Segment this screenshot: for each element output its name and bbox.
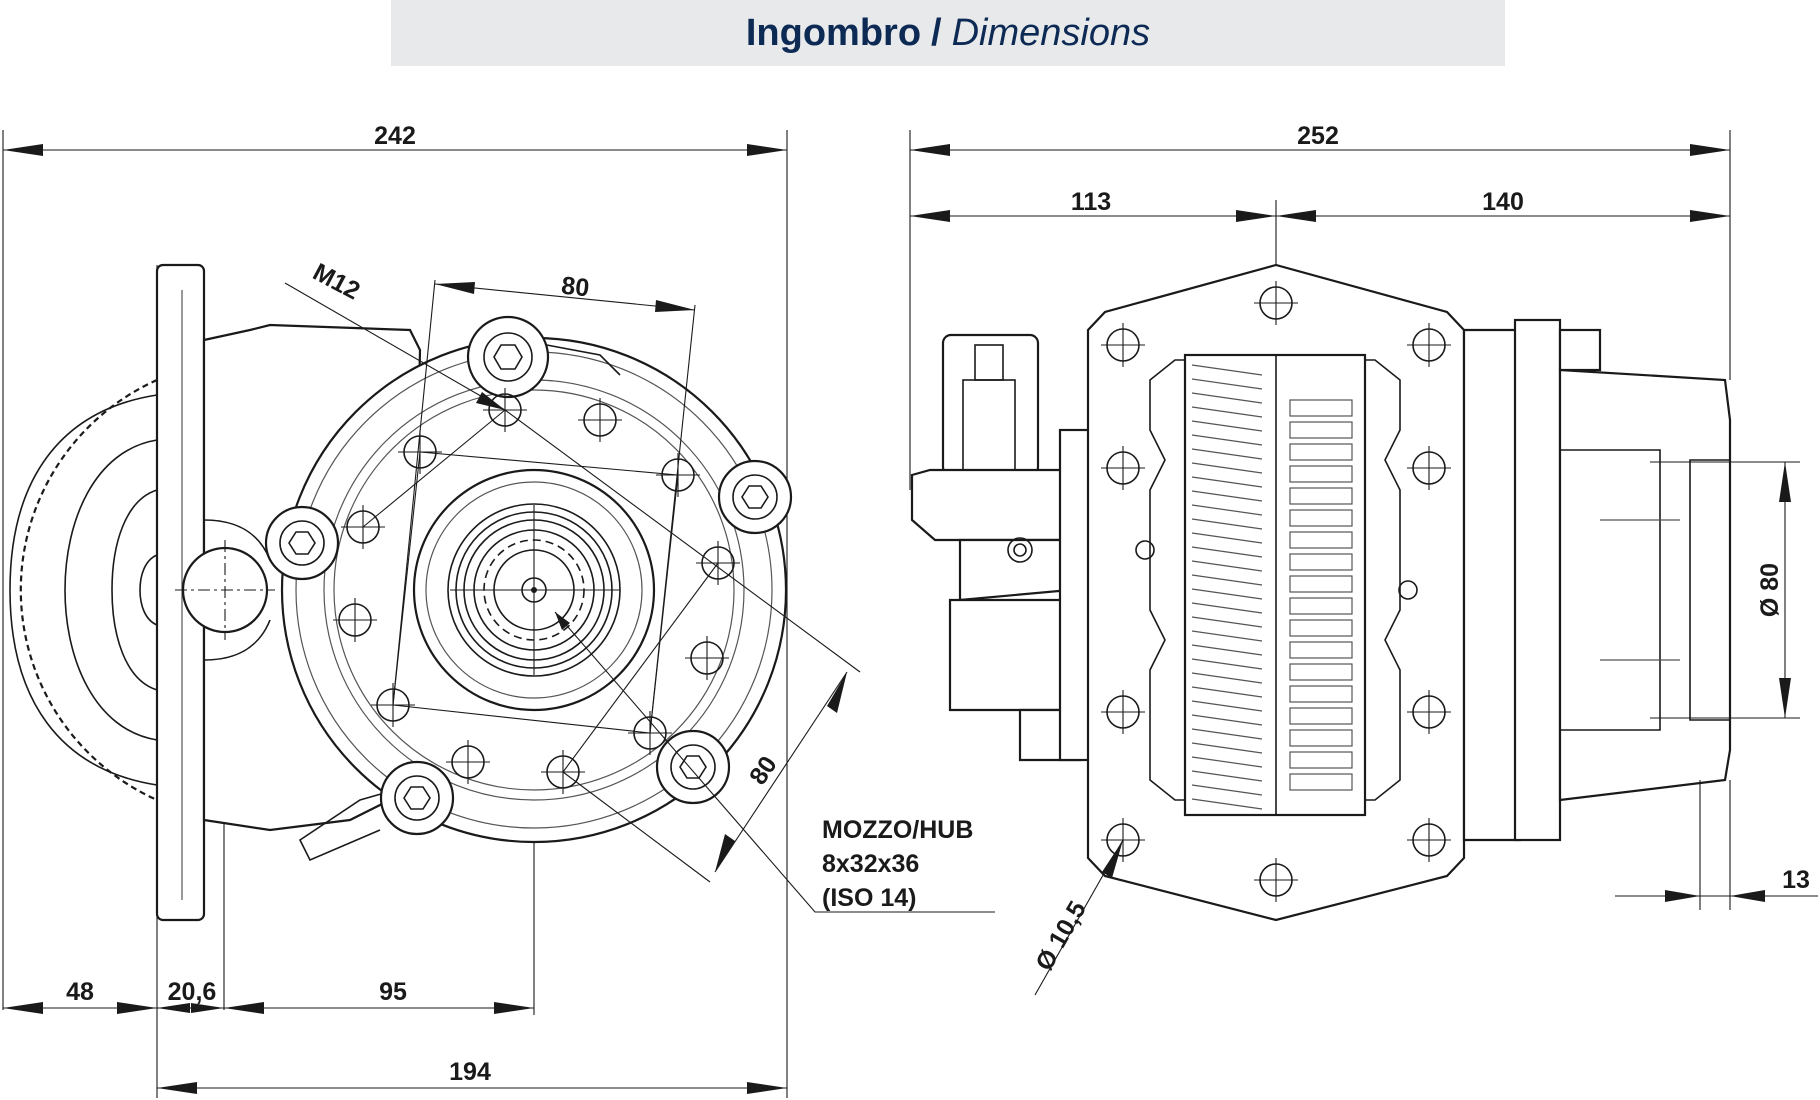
dim-252: 252: [910, 122, 1730, 156]
spur-tooth: [1289, 597, 1353, 615]
dim-113-140: 113 140: [910, 188, 1730, 222]
spur-tooth: [1289, 751, 1353, 769]
spur-tooth: [1289, 465, 1353, 483]
gear-tooth-line: [1191, 546, 1263, 558]
spur-tooth: [1289, 509, 1353, 527]
gear-tooth-line: [1191, 644, 1263, 656]
dim-80-top: 80: [434, 272, 696, 312]
spur-tooth: [1289, 641, 1353, 659]
title-sub: Dimensions: [951, 11, 1151, 54]
gear-tooth-line: [1191, 476, 1263, 488]
gear-tooth-line: [1191, 756, 1263, 768]
gear-tooth-line: [1191, 406, 1263, 418]
dim-13-label: 13: [1782, 866, 1810, 894]
gear-tooth-line: [1191, 784, 1263, 796]
gear-tooth-line: [1191, 672, 1263, 684]
spur-tooth: [1289, 487, 1353, 505]
gear-tooth-line: [1191, 448, 1263, 460]
gear-tooth-line: [1191, 434, 1263, 446]
dim-diameter-80: Ø 80: [1650, 461, 1800, 719]
gear-tooth-line: [1191, 686, 1263, 698]
dim-48-label: 48: [66, 978, 94, 1006]
dim-13: 13: [1615, 780, 1818, 910]
dim-diameter-80-label: Ø 80: [1756, 563, 1784, 617]
rear-housing: [1462, 318, 1732, 842]
dim-194-label: 194: [449, 1058, 491, 1086]
gear-tooth-line: [1191, 714, 1263, 726]
gear-tooth-line: [1191, 420, 1263, 432]
gear-tooth-line: [1191, 630, 1263, 642]
gear-wheel: [9, 378, 158, 802]
gear-teeth: [1191, 364, 1353, 810]
gear-tooth-line: [1191, 504, 1263, 516]
dim-95-label: 95: [379, 978, 407, 1006]
gear-tooth-line: [1191, 770, 1263, 782]
hub-note-line1: MOZZO/HUB: [822, 816, 973, 844]
left-view: M12 MOZZO/HUB 8x32x36 (ISO 14) 242 80 80: [2, 122, 995, 1098]
construction-lines: [362, 279, 861, 883]
dim-80-diag-label: 80: [744, 751, 783, 790]
bolt-bosses: [264, 315, 793, 836]
dim-242: 242: [3, 122, 787, 156]
gear-tooth-line: [1191, 392, 1263, 404]
spur-tooth: [1289, 421, 1353, 439]
dim-113-label: 113: [1071, 188, 1111, 216]
gear-tooth-line: [1191, 462, 1263, 474]
gear-tooth-line: [1191, 798, 1263, 810]
right-view: 252 113 140 Ø 80 Ø 10,5: [909, 122, 1818, 996]
dim-80-top-label: 80: [560, 272, 591, 303]
gear-tooth-line: [1191, 560, 1263, 572]
dim-bottom-row: 48 20,6 95: [3, 978, 534, 1014]
gear-tooth-line: [1191, 364, 1263, 376]
spur-tooth: [1289, 399, 1353, 417]
gear-tooth-line: [1191, 588, 1263, 600]
title-separator: /: [931, 11, 942, 54]
gear-tooth-line: [1191, 742, 1263, 754]
spur-tooth: [1289, 531, 1353, 549]
gear-tooth-line: [1191, 518, 1263, 530]
valve-block: [910, 333, 1092, 762]
dim-252-label: 252: [1297, 122, 1339, 150]
dim-diameter-10-5-label: Ø 10,5: [1030, 896, 1092, 975]
gear-tooth-line: [1191, 532, 1263, 544]
title-main: Ingombro: [745, 11, 922, 54]
gear-tooth-line: [1191, 574, 1263, 586]
dim-194: 194: [157, 1058, 787, 1094]
spur-tooth: [1289, 443, 1353, 461]
spur-tooth: [1289, 663, 1353, 681]
hub: [412, 468, 656, 712]
hub-leader: [554, 611, 995, 913]
gear-tooth-line: [1191, 658, 1263, 670]
title-bar: Ingombro / Dimensions: [391, 0, 1505, 66]
hub-note-line2: 8x32x36: [822, 850, 919, 878]
spur-tooth: [1289, 707, 1353, 725]
gear-tooth-line: [1191, 700, 1263, 712]
dim-140-label: 140: [1482, 188, 1524, 216]
gear-tooth-line: [1191, 378, 1263, 390]
center-plate: [1086, 263, 1466, 922]
dim-242-label: 242: [374, 122, 416, 150]
spur-tooth: [1289, 619, 1353, 637]
gear-tooth-line: [1191, 728, 1263, 740]
dim-diameter-10-5: Ø 10,5: [1030, 839, 1124, 996]
thread-label: M12: [308, 258, 364, 306]
spur-tooth: [1289, 685, 1353, 703]
gear-tooth-line: [1191, 490, 1263, 502]
hub-note-line3: (ISO 14): [822, 884, 916, 912]
dim-20-6-label: 20,6: [168, 978, 217, 1006]
spur-tooth: [1289, 575, 1353, 593]
spur-tooth: [1289, 729, 1353, 747]
spur-tooth: [1289, 553, 1353, 571]
gear-tooth-line: [1191, 602, 1263, 614]
spur-tooth: [1289, 773, 1353, 791]
thread-leader: [284, 282, 506, 411]
gear-tooth-line: [1191, 616, 1263, 628]
plate-holes: [1100, 280, 1452, 903]
